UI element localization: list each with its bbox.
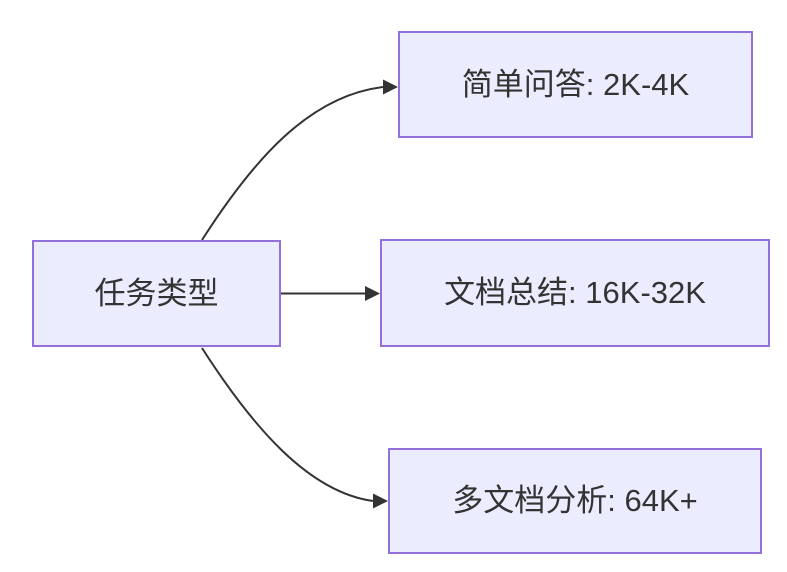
node-task-type-label: 任务类型 <box>94 275 219 311</box>
arrowhead-icon <box>365 286 380 301</box>
node-doc-summary-label: 文档总结: 16K-32K <box>444 275 706 311</box>
edge-curve-up <box>201 86 384 241</box>
node-doc-summary: 文档总结: 16K-32K <box>380 239 770 347</box>
node-task-type: 任务类型 <box>32 240 281 347</box>
node-simple-qa: 简单问答: 2K-4K <box>398 31 753 138</box>
edge-task-to-multidoc <box>201 347 388 509</box>
edge-curve-down <box>201 347 374 502</box>
edge-task-to-simple-qa <box>201 79 398 241</box>
node-multidoc-analysis: 多文档分析: 64K+ <box>388 448 762 554</box>
node-multidoc-analysis-label: 多文档分析: 64K+ <box>452 483 698 519</box>
node-simple-qa-label: 简单问答: 2K-4K <box>461 66 690 102</box>
edge-task-to-doc-summary <box>281 286 380 301</box>
arrowhead-icon <box>373 493 388 509</box>
arrowhead-icon <box>383 79 398 95</box>
